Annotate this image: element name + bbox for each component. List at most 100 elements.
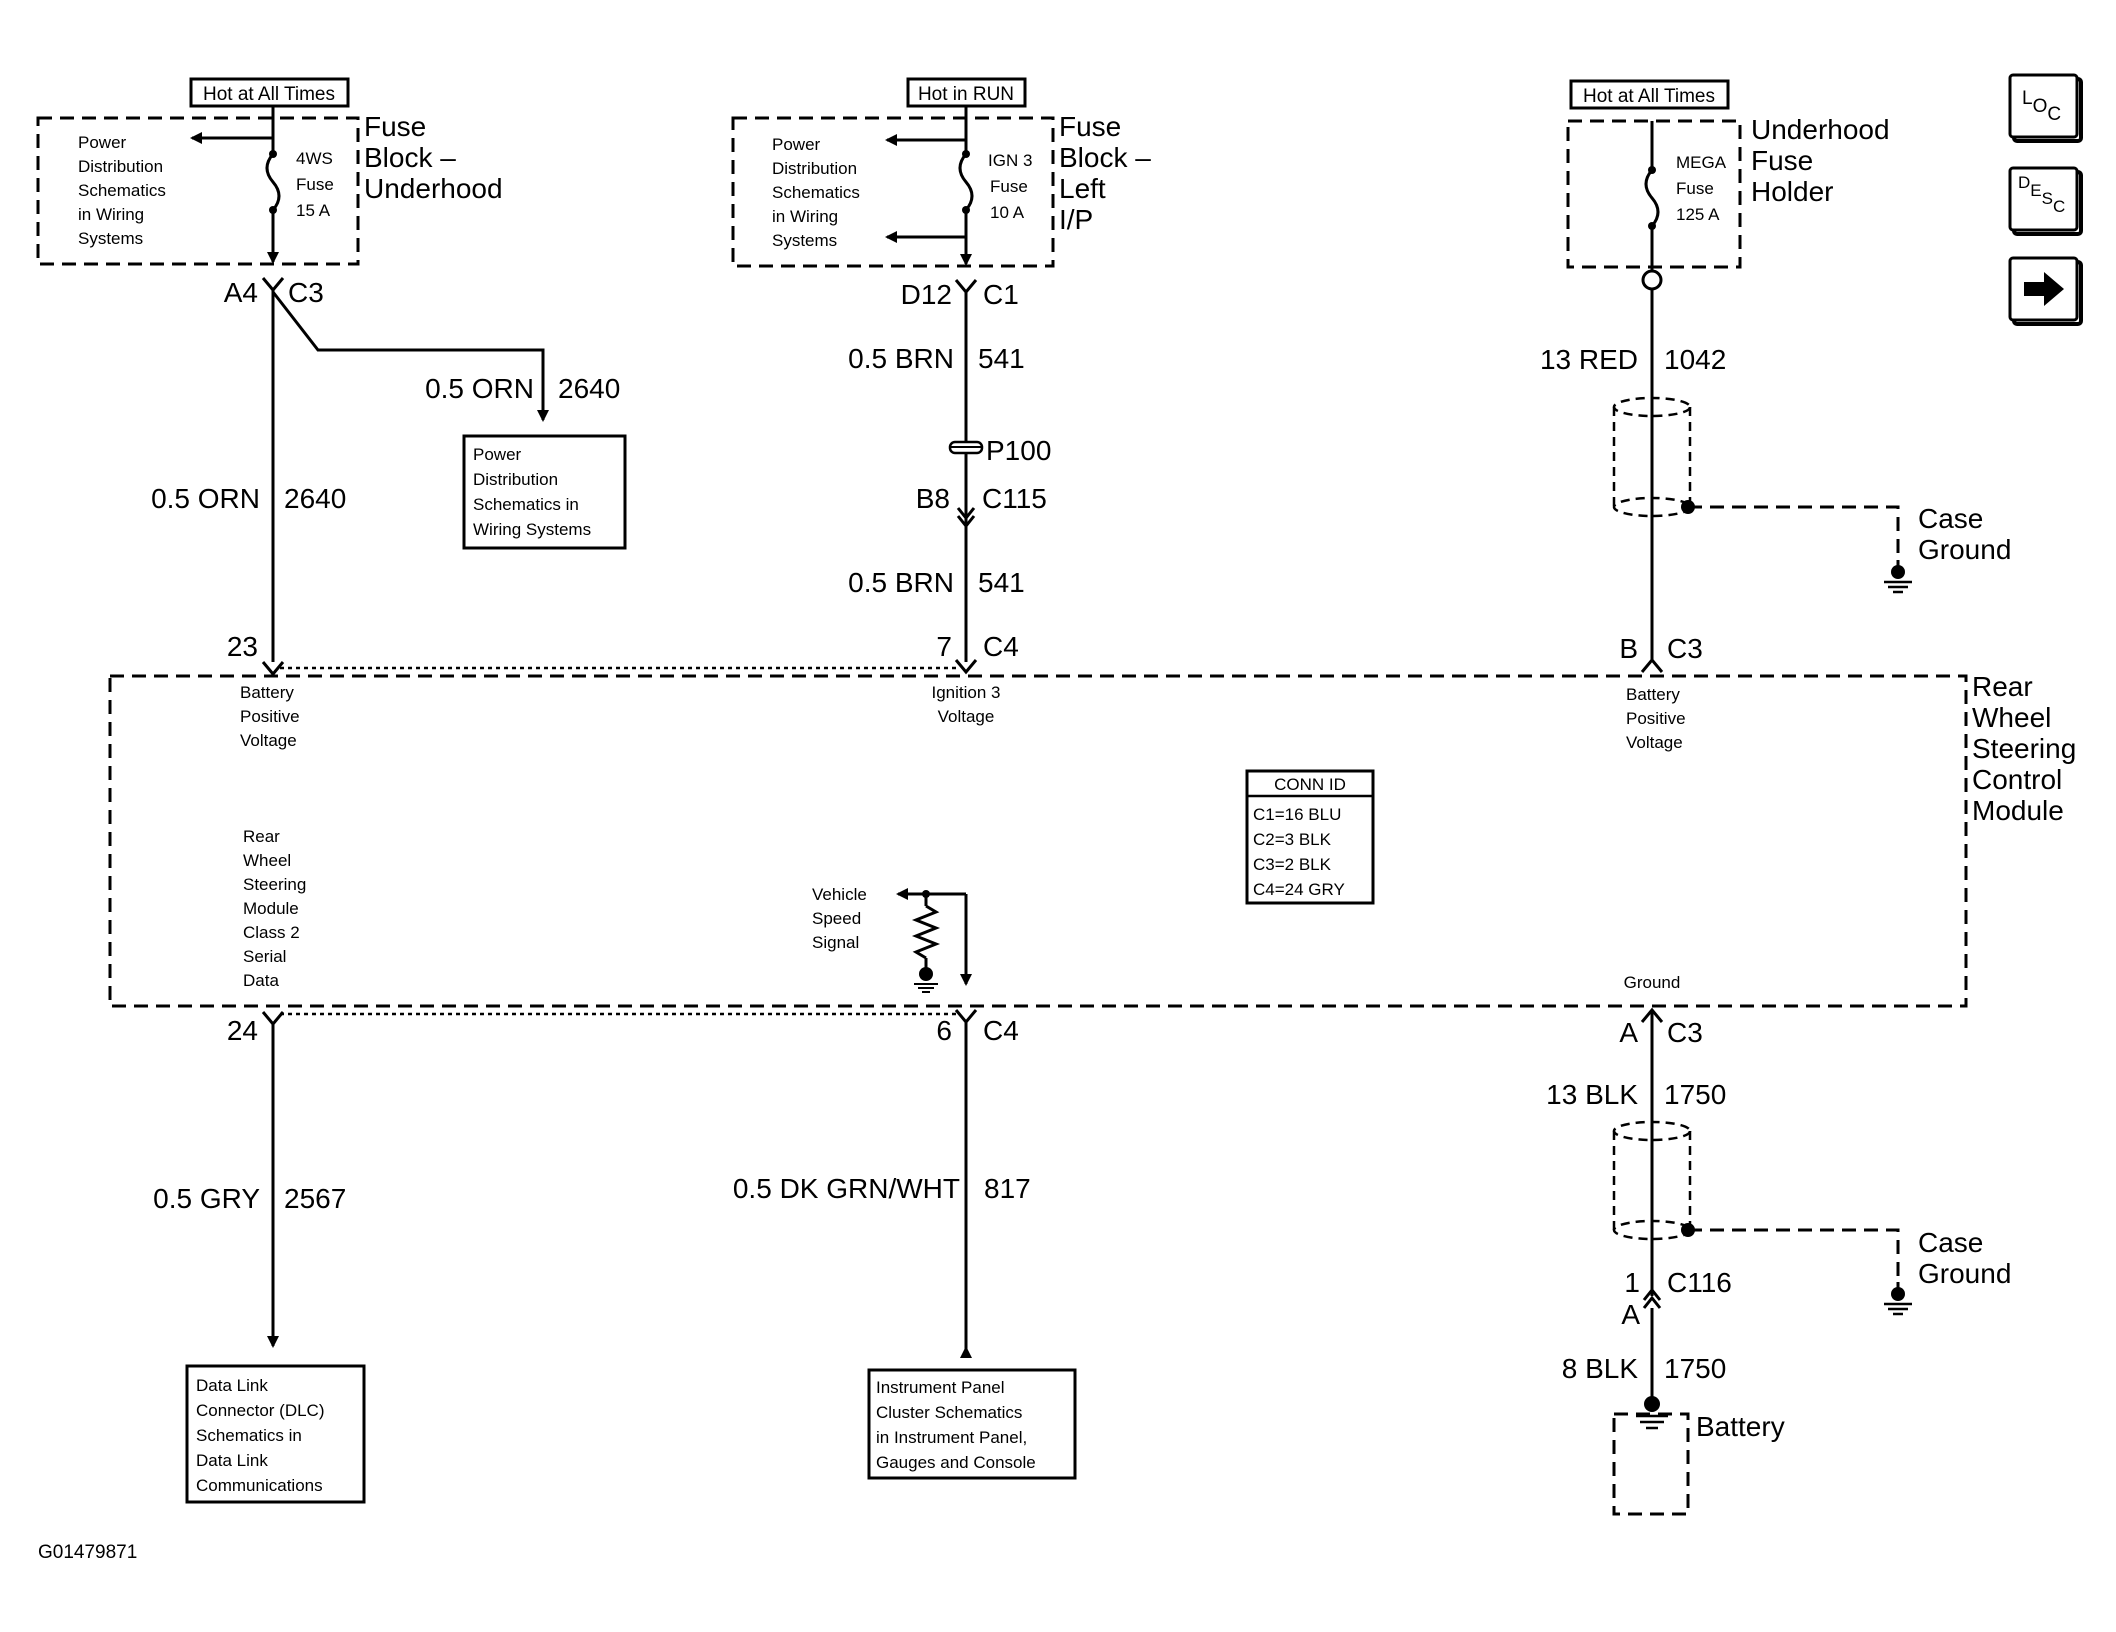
conn-c3-top-right: C3: [1667, 633, 1703, 664]
module-name-2: Wheel: [1972, 702, 2051, 733]
shield-1: [1612, 396, 1912, 594]
fuse-symbol-left: [265, 153, 281, 211]
dlc-ref-3: Schematics in: [196, 1426, 302, 1445]
pin23-label-3: Voltage: [240, 731, 297, 750]
loc-button-label: LOC: [2022, 88, 2061, 125]
pin-23: 23: [227, 631, 258, 662]
pinB-label-3: Voltage: [1626, 733, 1683, 752]
pin23-label-2: Positive: [240, 707, 300, 726]
ipc-ref-4: Gauges and Console: [876, 1453, 1036, 1472]
conn-id-row-4: C4=24 GRY: [1253, 880, 1345, 899]
power-dist-ref-1: Power: [473, 445, 522, 464]
class2-label-4: Module: [243, 899, 299, 918]
block-name-right-1: Underhood: [1751, 114, 1890, 145]
case-ground-2-line2: Ground: [1918, 1258, 2011, 1289]
wire-2640-branch: [271, 291, 549, 422]
conn-c3-top-left: C3: [288, 277, 324, 308]
wire-circuit-w2: 541: [978, 343, 1025, 374]
wire-size-w6: 0.5 DK GRN/WHT: [733, 1173, 960, 1204]
conn-id-row-3: C3=2 BLK: [1253, 855, 1332, 874]
wire-size-w3: 0.5 BRN: [848, 567, 954, 598]
pinB-label-2: Positive: [1626, 709, 1686, 728]
wire-size-w1: 0.5 ORN: [151, 483, 260, 514]
conn-c4-top: C4: [983, 631, 1019, 662]
class2-label-2: Wheel: [243, 851, 291, 870]
wire-circuit-w1b: 2640: [558, 373, 620, 404]
block-name-left-2: Block –: [364, 142, 456, 173]
c116-pin-1: 1: [1624, 1267, 1640, 1298]
dlc-ref-5: Communications: [196, 1476, 323, 1495]
battery-outline: [1612, 1412, 1690, 1516]
wire-circuit-w1: 2640: [284, 483, 346, 514]
pin7-label-2: Voltage: [938, 707, 995, 726]
conn-c4-bottom: C4: [983, 1015, 1019, 1046]
splice-p100-label: P100: [986, 435, 1051, 466]
loc-button[interactable]: LOC: [2008, 73, 2083, 143]
conn-b8: B8: [916, 483, 950, 514]
conn-d12: D12: [901, 279, 952, 310]
next-page-button[interactable]: [2008, 256, 2083, 326]
fuse-label-center-2: Fuse: [990, 177, 1028, 196]
hot-label-right: Hot at All Times: [1583, 86, 1715, 107]
dist-left-5: Systems: [78, 229, 143, 248]
fuse-label-left-1: 4WS: [296, 149, 333, 168]
vss-label-2: Speed: [812, 909, 861, 928]
pin-24: 24: [227, 1015, 258, 1046]
case-ground-2-line1: Case: [1918, 1227, 1983, 1258]
shield-2: [1612, 1120, 1912, 1316]
vss-label-3: Signal: [812, 933, 859, 952]
pin-6: 6: [936, 1015, 952, 1046]
block-name-left-3: Underhood: [364, 173, 503, 204]
conn-id-title: CONN ID: [1274, 775, 1346, 794]
fuse-label-center-1: IGN 3: [988, 151, 1032, 170]
conn-c116: C116: [1667, 1267, 1732, 1298]
fuse-label-left-3: 15 A: [296, 201, 331, 220]
wire-size-w1b: 0.5 ORN: [425, 373, 534, 404]
hot-label-box-left: [189, 77, 350, 108]
conn-a4: A4: [224, 277, 258, 308]
hot-label-box-right: [1569, 79, 1730, 110]
conn-id-row-1: C1=16 BLU: [1253, 805, 1341, 824]
underhood-fuse-holder: Hot at All Times Underhood Fuse Holder M…: [1566, 79, 1890, 271]
power-dist-ref-box: [462, 434, 627, 550]
dist-left-1: Power: [78, 133, 127, 152]
class2-label-3: Steering: [243, 875, 306, 894]
block-name-right-3: Holder: [1751, 176, 1833, 207]
conn-c115: C115: [982, 483, 1047, 514]
class2-label-6: Serial: [243, 947, 286, 966]
wire-circuit-w3: 541: [978, 567, 1025, 598]
conn-id-table: CONN ID C1=16 BLU C2=3 BLK C3=2 BLK C4=2…: [1245, 769, 1375, 905]
wire-circuit-w6: 817: [984, 1173, 1031, 1204]
fuse-block-outline-center: [731, 116, 1055, 268]
ipc-ref-1: Instrument Panel: [876, 1378, 1005, 1397]
dlc-ref-2: Connector (DLC): [196, 1401, 325, 1420]
wire-size-w2: 0.5 BRN: [848, 343, 954, 374]
vehicle-speed-signal-circuit: [896, 888, 972, 993]
dist-left-4: in Wiring: [78, 205, 144, 224]
wire-circuit-w5: 2567: [284, 1183, 346, 1214]
vss-label-1: Vehicle: [812, 885, 867, 904]
rear-wheel-steering-control-module: [108, 674, 1968, 1008]
wire-circuit-w7: 1750: [1664, 1079, 1726, 1110]
dlc-ref-1: Data Link: [196, 1376, 268, 1395]
desc-button[interactable]: DESC: [2008, 166, 2083, 236]
dist-center-3: Schematics: [772, 183, 860, 202]
resistor-icon: [911, 904, 941, 960]
dlc-ref-4: Data Link: [196, 1451, 268, 1470]
module-name-4: Control: [1972, 764, 2062, 795]
fuse-block-underhood: Hot at All Times Fuse Block – Underhood …: [36, 77, 503, 266]
conn-id-row-2: C2=3 BLK: [1253, 830, 1332, 849]
module-name-1: Rear: [1972, 671, 2033, 702]
conn-c3-bottom: C3: [1667, 1017, 1703, 1048]
arrow-right-icon: [2024, 272, 2064, 306]
dist-center-2: Distribution: [772, 159, 857, 178]
fuse-label-center-3: 10 A: [990, 203, 1025, 222]
fuse-label-right-2: Fuse: [1676, 179, 1714, 198]
fuse-label-right-3: 125 A: [1676, 205, 1720, 224]
fuse-symbol-center: [958, 153, 974, 211]
pin-7: 7: [936, 631, 952, 662]
c116-pin-a: A: [1621, 1299, 1640, 1330]
fuse-label-right-1: MEGA: [1676, 153, 1727, 172]
pinB-label-1: Battery: [1626, 685, 1680, 704]
